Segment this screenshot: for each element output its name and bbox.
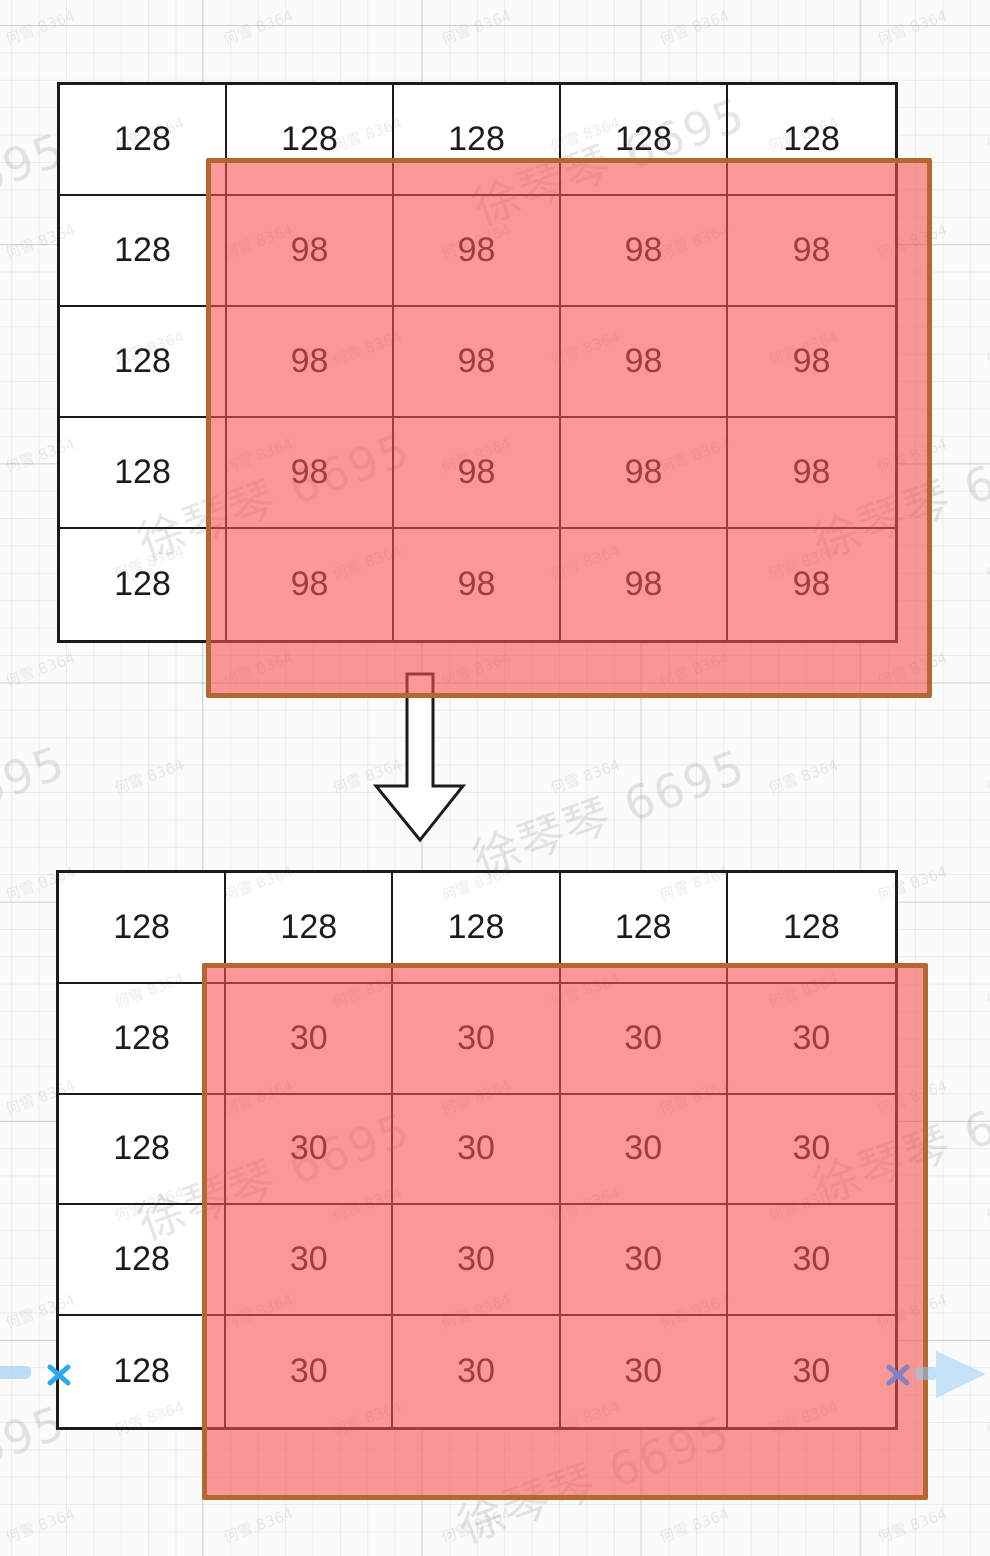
watermark-small: 何雪 8364 — [765, 755, 841, 798]
cell-bottom-r2c0[interactable]: 128 — [59, 1094, 227, 1206]
cell-top-r4c0[interactable]: 128 — [60, 529, 227, 640]
watermark-large: 徐琴琴 6695 — [0, 734, 73, 883]
watermark-small: 何雪 8364 — [874, 6, 950, 49]
red-overlay-top[interactable] — [206, 158, 932, 698]
watermark-small: 何雪 8364 — [438, 1504, 514, 1547]
connector-stub-right — [915, 1367, 936, 1380]
watermark-large: 徐琴琴 6695 — [465, 738, 753, 888]
watermark-small: 何雪 8364 — [2, 648, 78, 691]
watermark-small: 何雪 8364 — [983, 756, 990, 798]
cell-top-r3c0[interactable]: 128 — [60, 418, 227, 529]
watermark-small: 何雪 8364 — [111, 755, 187, 798]
cell-top-r0c0[interactable]: 128 — [60, 85, 227, 196]
watermark-small: 何雪 8364 — [220, 1504, 296, 1547]
watermark-small: 何雪 8364 — [2, 6, 78, 49]
watermark-small: 何雪 8364 — [656, 1504, 732, 1547]
cell-bottom-r0c0[interactable]: 128 — [59, 873, 227, 984]
watermark-small: 何雪 8364 — [2, 1504, 78, 1547]
watermark-small: 何雪 8364 — [983, 970, 990, 1012]
watermark-small: 何雪 8364 — [983, 1398, 990, 1440]
watermark-small: 何雪 8364 — [220, 6, 296, 49]
connector-stub-left — [0, 1366, 31, 1379]
watermark-small: 何雪 8364 — [983, 1184, 990, 1226]
directional-arrow-right-icon[interactable] — [936, 1351, 988, 1399]
watermark-small: 何雪 8364 — [874, 1504, 950, 1547]
anchor-x-left-icon[interactable] — [46, 1362, 72, 1388]
watermark-small: 何雪 8364 — [983, 114, 990, 156]
cell-top-r1c0[interactable]: 128 — [60, 196, 227, 307]
watermark-small: 何雪 8364 — [983, 542, 990, 584]
anchor-x-right-icon[interactable] — [885, 1362, 911, 1388]
watermark-small: 何雪 8364 — [983, 328, 990, 370]
cell-top-r2c0[interactable]: 128 — [60, 307, 227, 418]
watermark-small: 何雪 8364 — [438, 6, 514, 49]
watermark-small: 何雪 8364 — [547, 755, 623, 798]
watermark-small: 何雪 8364 — [656, 6, 732, 49]
red-overlay-bottom[interactable] — [202, 963, 928, 1500]
